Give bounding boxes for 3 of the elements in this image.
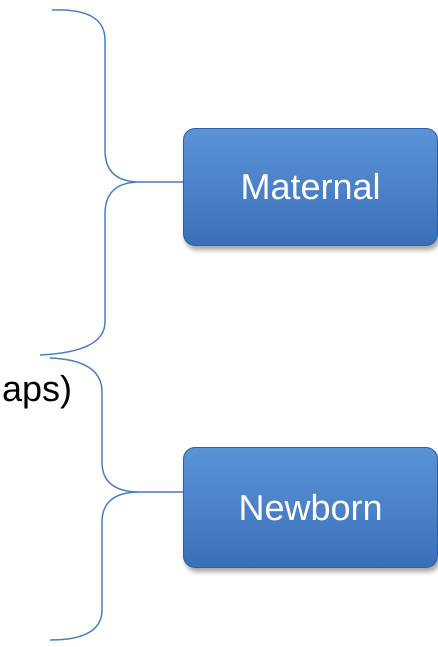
process-box: Maternal	[183, 128, 438, 246]
process-box: Newborn	[183, 447, 438, 568]
text-label: aps)	[2, 368, 72, 410]
